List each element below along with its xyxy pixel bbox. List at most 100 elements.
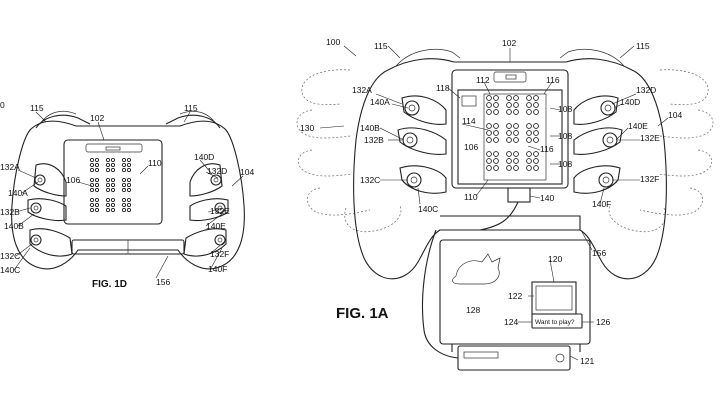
braille-dot [105,162,111,168]
braille-dot [513,109,519,115]
braille-dot [506,95,512,101]
fig-1d-controller [11,110,245,279]
label-156-left: 156 [156,277,170,287]
braille-dot [513,158,519,164]
label-132c-left: 132C [0,251,20,261]
braille-dot [486,165,492,171]
braille-dot [526,130,532,136]
braille-dot [121,202,127,208]
braille-dot [110,197,116,203]
braille-dot [126,167,132,173]
braille-dot [513,123,519,129]
label-140: 140 [540,193,554,203]
braille-dot [121,187,127,193]
braille-dot [526,95,532,101]
fig-1d-caption: FIG. 1D [92,279,127,290]
braille-dot [89,197,95,203]
braille-dot [493,137,499,143]
braille-dot [126,207,132,213]
braille-dot [506,158,512,164]
label-121: 121 [580,356,594,366]
braille-dot [89,162,95,168]
braille-dot [94,197,100,203]
braille-dot [94,177,100,183]
label-132c-right: 132C [360,175,380,185]
label-118: 118 [436,83,450,93]
braille-dot [126,177,132,183]
braille-dot [493,151,499,157]
label-140a-right: 140A [370,97,390,107]
label-108-c: 108 [558,159,572,169]
label-116-a: 116 [546,75,560,85]
braille-dot [110,207,116,213]
label-116-b: 116 [540,144,554,154]
label-140b-right: 140B [360,123,380,133]
label-140f-left: 140F [208,264,227,274]
label-122: 122 [508,291,522,301]
braille-grid-right [486,95,539,171]
braille-dot [105,187,111,193]
label-120: 120 [548,254,562,264]
braille-dot [121,207,127,213]
braille-dot [89,167,95,173]
braille-dot [506,123,512,129]
label-132a-left: 132A [0,162,20,172]
label-112: 112 [476,75,490,85]
braille-dot [513,151,519,157]
braille-dot [94,182,100,188]
braille-dot [533,109,539,115]
label-106-right: 106 [464,142,478,152]
braille-dot [493,130,499,136]
braille-dot [110,167,116,173]
braille-dot [110,177,116,183]
label-106-left: 106 [66,175,80,185]
braille-dot [94,167,100,173]
braille-dot [493,95,499,101]
braille-dot [533,165,539,171]
braille-dot [89,202,95,208]
braille-dot [121,182,127,188]
braille-dot [121,167,127,173]
braille-dot [126,187,132,193]
label-0: 0 [0,100,5,110]
label-140f-right: 140F [592,199,611,209]
label-102-left: 102 [90,113,104,123]
braille-dot [526,158,532,164]
braille-dot [513,102,519,108]
braille-dot [533,95,539,101]
label-132b-left: 132B [0,207,20,217]
label-100: 100 [326,37,340,47]
braille-dot [506,102,512,108]
label-128: 128 [466,305,480,315]
braille-dot [89,177,95,183]
braille-dot [110,162,116,168]
label-110-left: 110 [148,158,162,168]
braille-dot [121,162,127,168]
braille-dot [526,109,532,115]
label-140c-left: 140C [0,265,20,275]
screen-prompt: Want to play? [535,319,575,326]
braille-dot [94,162,100,168]
braille-dot [526,137,532,143]
label-132b-right: 132B [364,135,384,145]
braille-dot [526,102,532,108]
braille-dot [493,158,499,164]
braille-dot [493,109,499,115]
label-140e-right: 140E [628,121,648,131]
braille-dot [533,130,539,136]
braille-dot [105,182,111,188]
braille-dot [486,158,492,164]
label-108-b: 108 [558,131,572,141]
label-115-right-b: 115 [636,41,650,51]
braille-dot [533,102,539,108]
braille-dot [486,123,492,129]
braille-dot [121,177,127,183]
label-132d-right: 132D [636,85,656,95]
label-110-right: 110 [464,192,478,202]
braille-dot [533,151,539,157]
braille-dot [506,165,512,171]
braille-dot [526,151,532,157]
braille-dot [89,157,95,163]
braille-dot [105,167,111,173]
